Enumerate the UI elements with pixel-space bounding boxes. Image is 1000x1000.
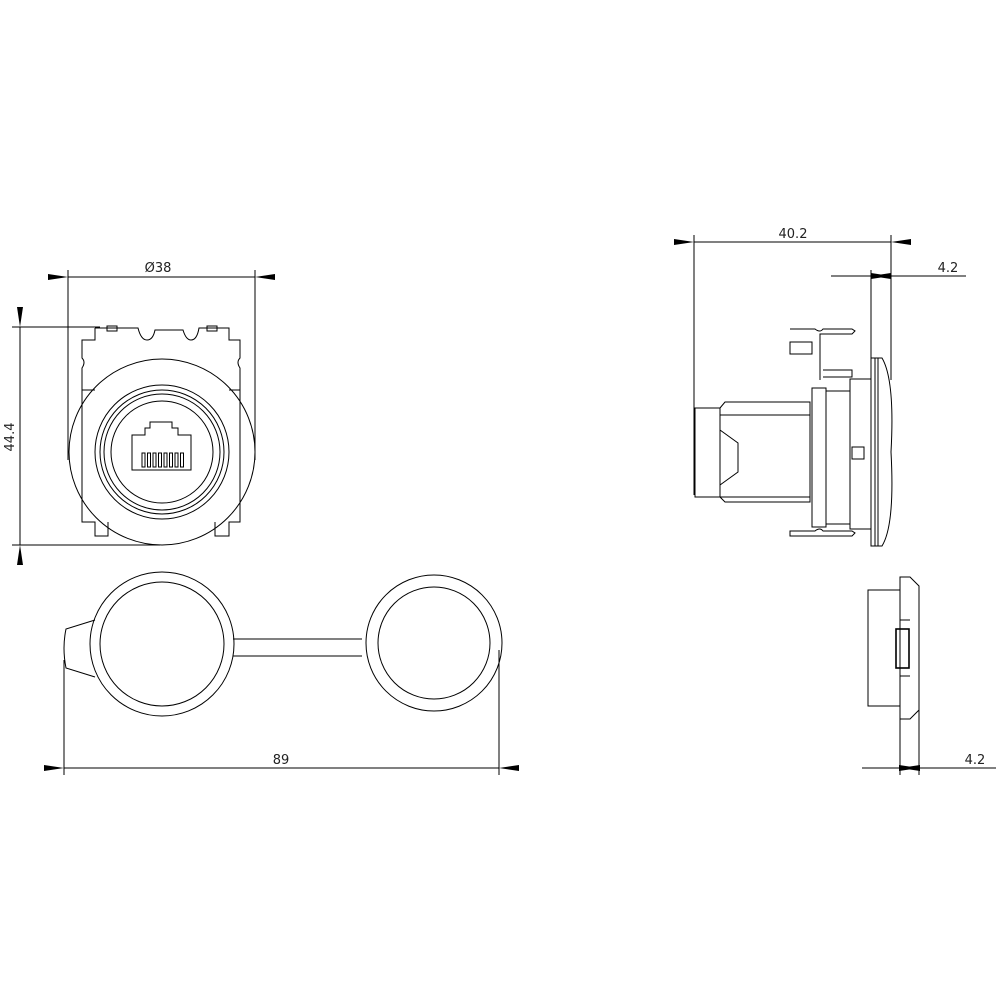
rj45-pin bbox=[174, 452, 179, 468]
rj45-pin bbox=[147, 452, 151, 468]
dimension-cap-thickness: 4.2 bbox=[965, 753, 986, 768]
dimension-height: 44.4 bbox=[3, 423, 18, 452]
rj45-pin bbox=[169, 452, 173, 468]
rj45-pin bbox=[158, 452, 162, 468]
dimension-depth: 40.2 bbox=[779, 227, 808, 242]
side-view: 40.2 4.2 bbox=[674, 227, 966, 547]
rj45-pin bbox=[163, 452, 168, 468]
dimension-diameter: Ø38 bbox=[145, 261, 172, 276]
rj45-port-icon bbox=[131, 421, 192, 471]
cap-view: 89 bbox=[44, 571, 519, 775]
dimension-flange: 4.2 bbox=[938, 261, 959, 276]
front-view: Ø38 44.4 bbox=[3, 261, 275, 565]
rj45-pin bbox=[152, 452, 157, 468]
dimension-length: 89 bbox=[273, 753, 290, 768]
rj45-pin bbox=[141, 452, 146, 468]
cap-side-view: 4.2 bbox=[862, 576, 996, 775]
rj45-pin bbox=[180, 452, 184, 468]
